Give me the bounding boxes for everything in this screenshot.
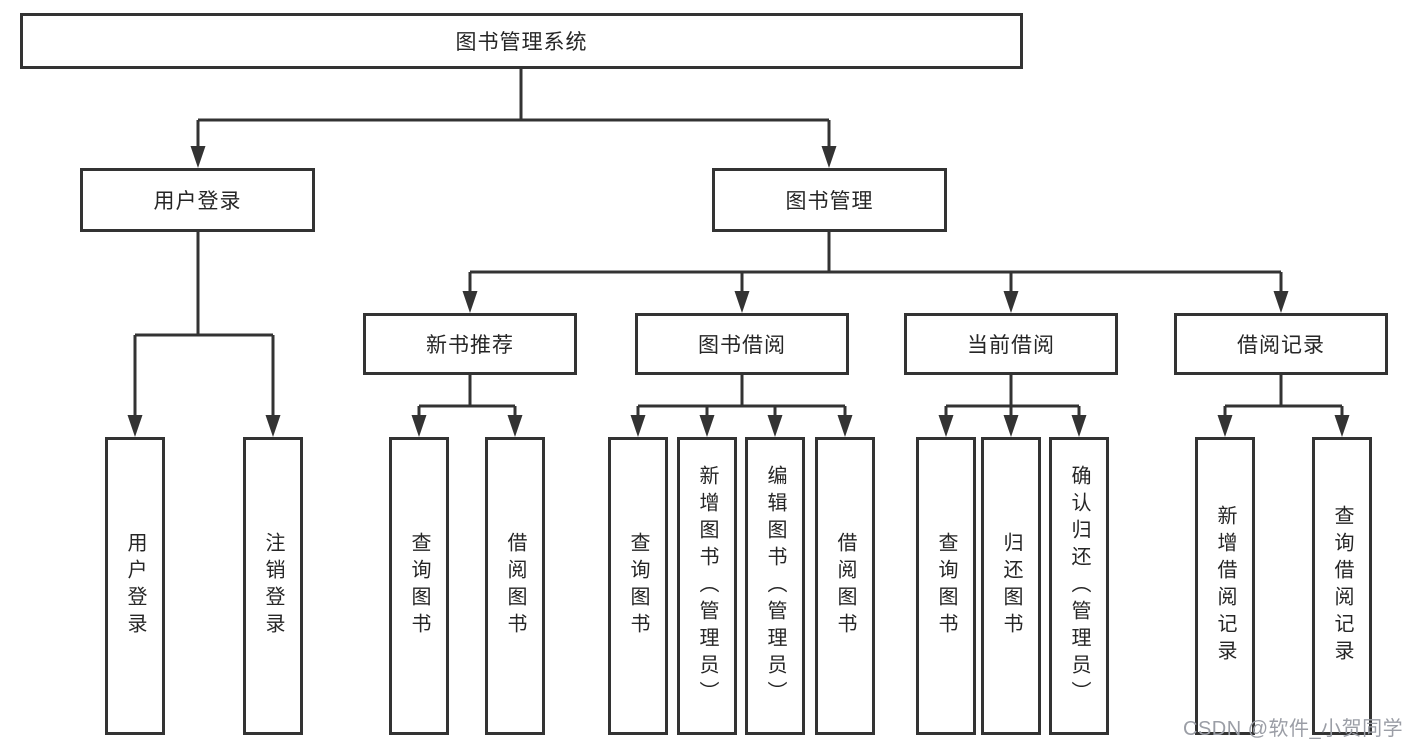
leaf-edit-books-admin: 编辑图书（管理员） — [745, 437, 805, 735]
leaf-query-borrow-record: 查询借阅记录 — [1312, 437, 1372, 735]
leaf-confirm-return-admin: 确认归还（管理员） — [1049, 437, 1109, 735]
leaf-logout: 注销登录 — [243, 437, 303, 735]
node-borrowing-records: 借阅记录 — [1174, 313, 1388, 375]
leaf-query-books-borrowing: 查询图书 — [608, 437, 668, 735]
leaf-borrow-books-recommend: 借阅图书 — [485, 437, 545, 735]
node-new-book-recommendation: 新书推荐 — [363, 313, 577, 375]
leaf-return-books: 归还图书 — [981, 437, 1041, 735]
node-library-management-system: 图书管理系统 — [20, 13, 1023, 69]
leaf-add-books-admin: 新增图书（管理员） — [677, 437, 737, 735]
node-book-management: 图书管理 — [712, 168, 947, 232]
node-book-borrowing: 图书借阅 — [635, 313, 849, 375]
leaf-query-books-recommend: 查询图书 — [389, 437, 449, 735]
node-user-login: 用户登录 — [80, 168, 315, 232]
node-current-borrowing: 当前借阅 — [904, 313, 1118, 375]
leaf-add-borrow-record: 新增借阅记录 — [1195, 437, 1255, 735]
leaf-user-login: 用户登录 — [105, 437, 165, 735]
leaf-borrow-books: 借阅图书 — [815, 437, 875, 735]
csdn-watermark: CSDN @软件_小贺同学 — [1183, 718, 1404, 740]
leaf-query-books-current: 查询图书 — [916, 437, 976, 735]
